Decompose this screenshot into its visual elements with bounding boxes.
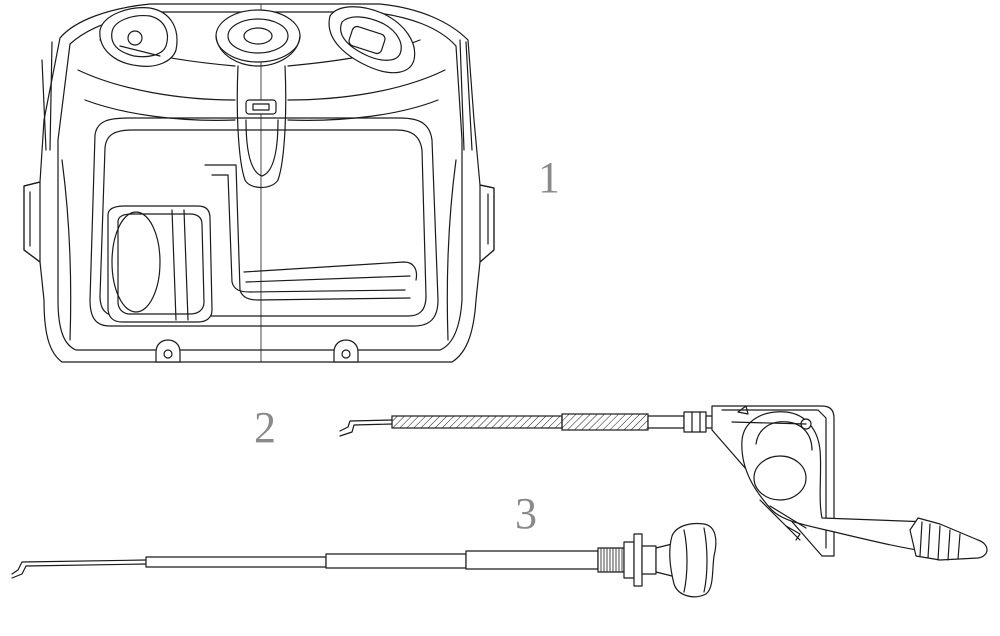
part-2-lever-cable [339,405,988,561]
callout-1: 1 [538,153,560,202]
part-3-pull-cable [11,522,717,598]
part-1-housing [23,3,495,363]
callout-3: 3 [515,489,537,538]
callout-2: 2 [254,403,276,452]
